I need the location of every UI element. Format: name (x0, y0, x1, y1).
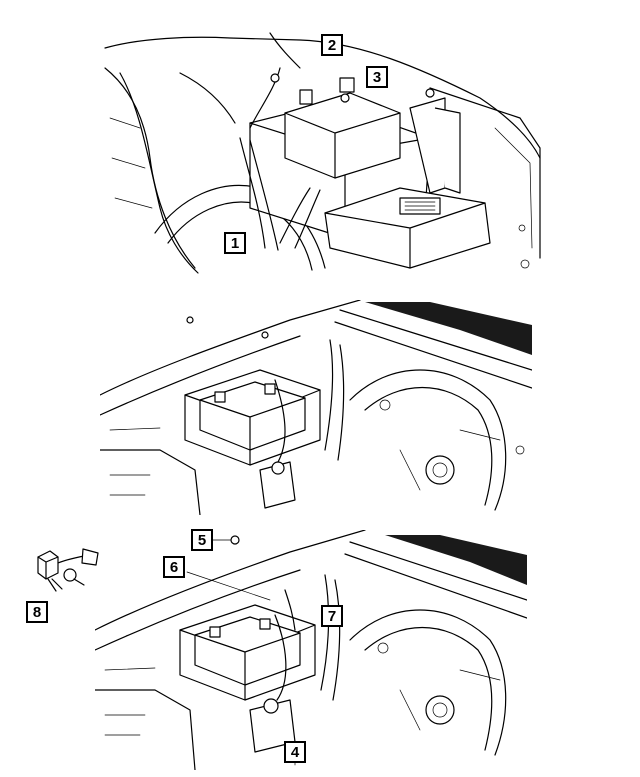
callout-6: 6 (163, 556, 185, 578)
middle-view-drawing (100, 300, 532, 515)
engine-bay-view-top (100, 28, 545, 278)
callout-4: 4 (284, 741, 306, 763)
bottom-view-drawing (95, 530, 527, 770)
callout-1: 1 (224, 232, 246, 254)
callout-5: 5 (191, 529, 213, 551)
callout-3: 3 (366, 66, 388, 88)
callout-8: 8 (26, 601, 48, 623)
callout-2: 2 (321, 34, 343, 56)
engine-bay-view-middle (100, 300, 532, 515)
engine-bay-view-bottom (95, 530, 527, 770)
relay-bracket-drawing (37, 548, 99, 592)
top-view-drawing (104, 32, 541, 274)
item-8-part-drawing (28, 545, 103, 595)
callout-7: 7 (321, 605, 343, 627)
